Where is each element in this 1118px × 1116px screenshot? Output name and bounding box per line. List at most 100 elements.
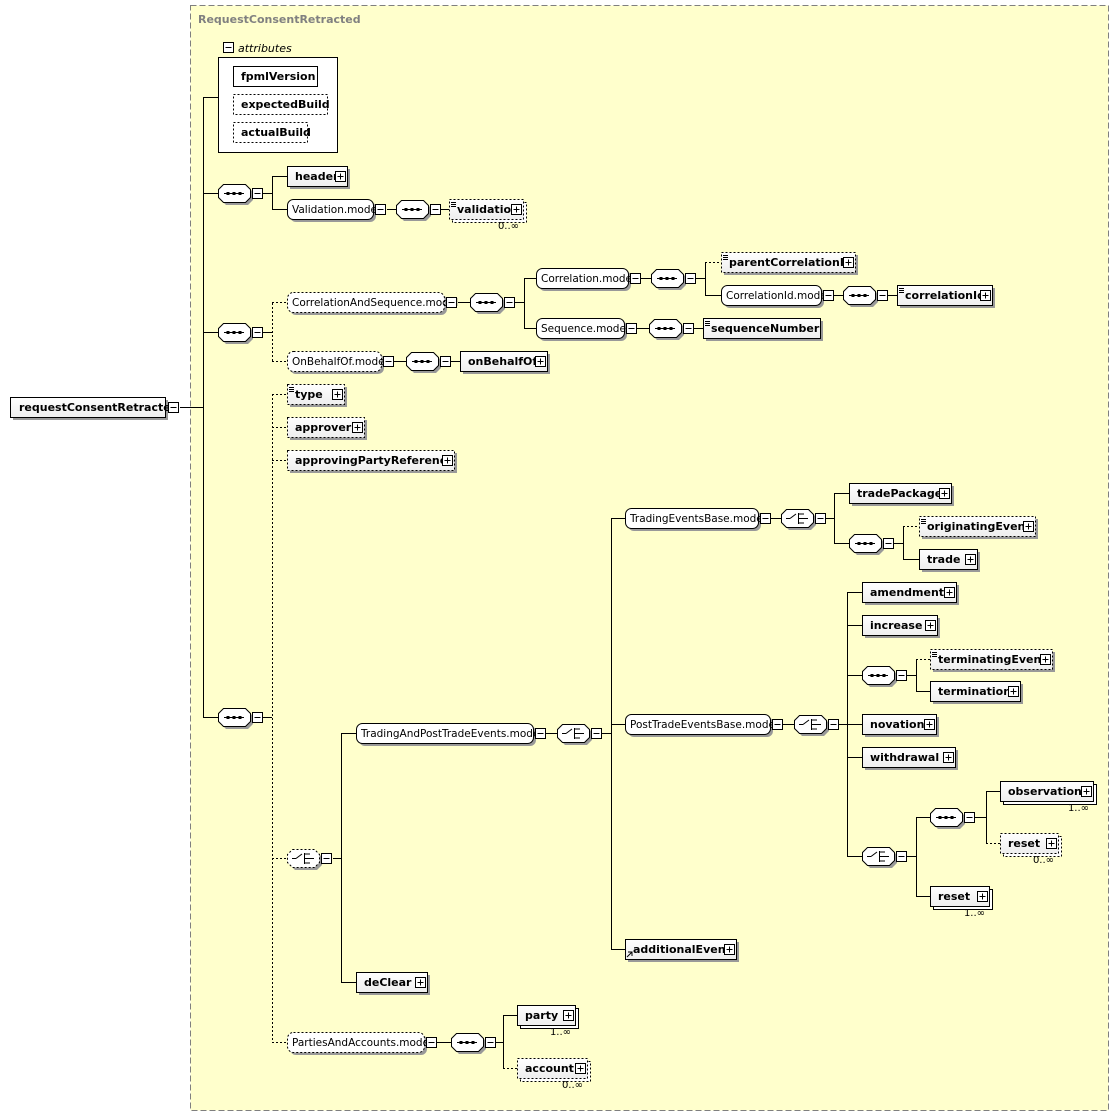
sequence-trade[interactable] [849, 534, 894, 556]
element-termination[interactable]: termination [930, 681, 1024, 705]
element-originating_event[interactable]: originatingEvent [919, 516, 1039, 540]
cardinality-observation: 1..∞ [1068, 803, 1089, 814]
element-label-on_behalf_of: onBehalfOf [468, 355, 537, 368]
schema-nodes: requestConsentRetracted headerValidation.… [10, 166, 1097, 1092]
group-parties_and_accounts_model[interactable]: PartiesAndAccounts.model [287, 1032, 437, 1056]
element-label-type: type [295, 388, 323, 401]
element-label-terminating_event: terminatingEvent [938, 653, 1047, 666]
element-withdrawal[interactable]: withdrawal [862, 747, 959, 771]
element-parent_correlation_id[interactable]: parentCorrelationId [721, 252, 859, 276]
group-label-validation_model: Validation.model [292, 204, 380, 216]
attributes-heading: attributes [238, 42, 292, 55]
element-validation[interactable]: validation 0..∞ [449, 199, 527, 233]
element-reset_optional[interactable]: reset 0..∞ [1000, 833, 1062, 867]
sequence-parties[interactable] [451, 1033, 496, 1055]
element-increase[interactable]: increase [862, 615, 941, 639]
choice-observation[interactable] [862, 847, 907, 869]
sequence-termination[interactable] [862, 666, 907, 688]
cardinality-account: 0..∞ [562, 1080, 583, 1091]
sequence-observation[interactable] [930, 808, 975, 830]
group-sequence_model[interactable]: Sequence.model [536, 318, 637, 342]
sequence-corr-seq[interactable] [470, 293, 515, 315]
element-label-header: header [295, 170, 339, 183]
choice-trading[interactable] [781, 509, 826, 531]
element-novation[interactable]: novation [862, 714, 940, 738]
element-de_clear[interactable]: deClear [356, 972, 431, 996]
element-trade[interactable]: trade [919, 549, 981, 573]
element-label-reset: reset [938, 890, 970, 903]
group-on_behalf_of_model[interactable]: OnBehalfOf.model [287, 351, 394, 375]
element-correlation_id[interactable]: correlationId [897, 285, 996, 309]
attribute-fpmlversion: fpmlVersion [241, 70, 315, 83]
attribute-expectedbuild: expectedBuild [241, 98, 330, 111]
group-trading_and_post_trade_events[interactable]: TradingAndPostTradeEvents.model [356, 723, 546, 747]
group-label-trading_events_base_model: TradingEventsBase.model [629, 513, 766, 525]
root-label: requestConsentRetracted [19, 401, 179, 414]
element-amendment[interactable]: amendment [862, 582, 960, 606]
cardinality-reset_optional: 0..∞ [1033, 855, 1054, 866]
element-label-observation: observation [1008, 785, 1082, 798]
choice-events[interactable] [287, 849, 332, 871]
element-label-party: party [525, 1009, 558, 1022]
group-label-correlation_id_model: CorrelationId.model [726, 290, 830, 302]
group-label-sequence_model: Sequence.model [541, 323, 629, 335]
element-reset[interactable]: reset 1..∞ [930, 886, 993, 920]
element-trade_package[interactable]: tradePackage [849, 483, 955, 507]
element-label-trade: trade [927, 553, 960, 566]
element-approving_party_reference[interactable]: approvingPartyReference [287, 450, 458, 474]
attribute-actualbuild: actualBuild [241, 126, 311, 139]
sequence-top[interactable] [218, 184, 263, 206]
group-label-parties_and_accounts_model: PartiesAndAccounts.model [292, 1037, 432, 1049]
cardinality-party: 1..∞ [550, 1027, 571, 1038]
element-label-novation: novation [870, 718, 924, 731]
element-label-reset_optional: reset [1008, 837, 1040, 850]
choice-trading-post[interactable] [557, 724, 602, 746]
element-label-validation: validation [457, 203, 519, 216]
group-label-on_behalf_of_model: OnBehalfOf.model [292, 356, 388, 368]
sequence-validation[interactable] [396, 200, 441, 222]
element-label-parent_correlation_id: parentCorrelationId [729, 256, 852, 269]
element-label-increase: increase [870, 619, 922, 632]
sequence-corr[interactable] [651, 269, 696, 291]
element-label-correlation_id: correlationId [905, 289, 985, 302]
sequence-on-behalf[interactable] [406, 352, 451, 374]
element-sequence_number[interactable]: sequenceNumber [703, 318, 824, 342]
element-label-trade_package: tradePackage [857, 487, 942, 500]
element-additional_event[interactable]: additionalEvent [625, 939, 740, 963]
element-label-originating_event: originatingEvent [927, 520, 1031, 533]
group-trading_events_base_model[interactable]: TradingEventsBase.model [625, 508, 771, 532]
choice-post-trade[interactable] [794, 715, 839, 737]
element-approver[interactable]: approver [287, 417, 368, 441]
element-party[interactable]: party 1..∞ [517, 1005, 579, 1039]
sequence-corr-id[interactable] [843, 286, 888, 308]
group-label-correlation_model: Correlation.model [541, 273, 635, 285]
root-element[interactable]: requestConsentRetracted [10, 397, 179, 421]
element-observation[interactable]: observation 1..∞ [1000, 781, 1097, 815]
element-account[interactable]: account 0..∞ [517, 1058, 591, 1092]
element-type[interactable]: type [287, 384, 348, 408]
element-label-approving_party_reference: approvingPartyReference [295, 454, 454, 467]
group-label-post_trade_events_base_model: PostTradeEventsBase.model [630, 719, 778, 731]
sequence-main[interactable] [218, 708, 263, 730]
element-label-account: account [525, 1062, 574, 1075]
cardinality-reset: 1..∞ [964, 908, 985, 919]
group-label-trading_and_post_trade_events: TradingAndPostTradeEvents.model [360, 728, 542, 740]
connector-lines [180, 97, 1000, 1069]
group-post_trade_events_base_model[interactable]: PostTradeEventsBase.model [625, 714, 783, 738]
cardinality-validation: 0..∞ [498, 221, 519, 232]
element-on_behalf_of[interactable]: onBehalfOf [460, 351, 551, 375]
sequence-correlation[interactable] [218, 323, 263, 345]
element-label-amendment: amendment [870, 586, 944, 599]
element-label-withdrawal: withdrawal [870, 751, 939, 764]
element-label-termination: termination [938, 685, 1011, 698]
element-header[interactable]: header [287, 166, 351, 190]
element-terminating_event[interactable]: terminatingEvent [930, 649, 1056, 673]
group-correlation_id_model[interactable]: CorrelationId.model [721, 285, 834, 309]
group-correlation_and_sequence_model[interactable]: CorrelationAndSequence.model [287, 292, 459, 316]
group-label-correlation_and_sequence_model: CorrelationAndSequence.model [292, 297, 458, 309]
group-correlation_model[interactable]: Correlation.model [536, 268, 641, 292]
group-validation_model[interactable]: Validation.model [287, 199, 386, 223]
sequence-seqnum[interactable] [649, 319, 694, 341]
element-label-approver: approver [295, 421, 352, 434]
